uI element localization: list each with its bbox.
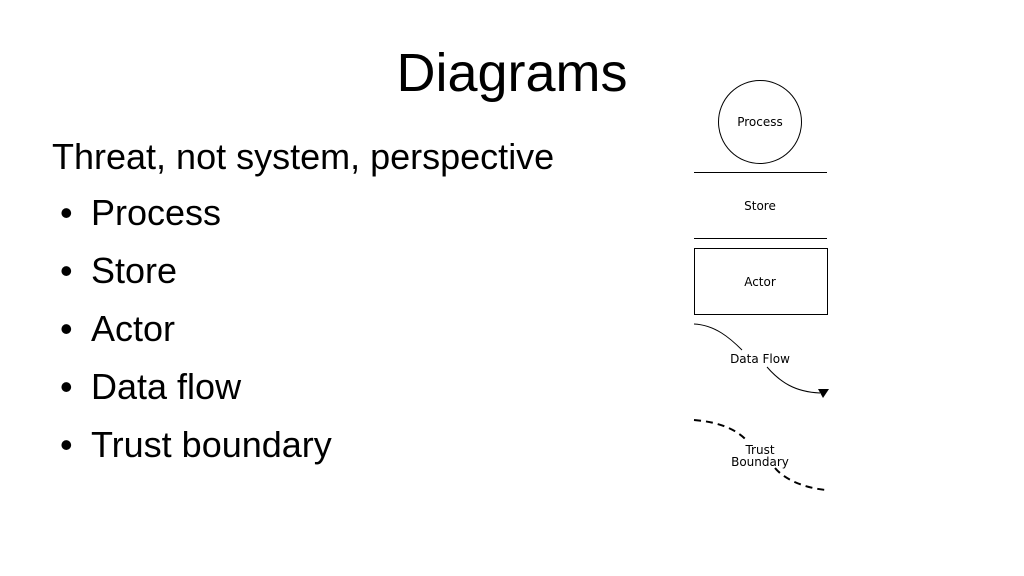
actor-rectangle: [694, 248, 828, 315]
bullet-dot: •: [60, 366, 73, 407]
bullet-item-store: • Store: [60, 250, 332, 308]
data-flow-label: Data Flow: [730, 352, 790, 366]
bullet-item-data-flow: • Data flow: [60, 366, 332, 424]
bullet-dot: •: [60, 424, 73, 465]
actor-symbol: Actor: [694, 248, 828, 315]
data-flow-symbol: Data Flow: [693, 323, 829, 398]
bullet-text: Actor: [91, 308, 176, 349]
bullet-text: Trust boundary: [91, 424, 332, 465]
diagram-legend: Process Store Actor Data Flow Trust Boun…: [693, 80, 829, 491]
bullet-dot: •: [60, 192, 73, 233]
data-flow-curve-upper: [693, 323, 743, 351]
bullet-text: Store: [91, 250, 178, 291]
trust-boundary-symbol: Trust Boundary: [693, 419, 827, 491]
slide-title: Diagrams: [396, 43, 628, 103]
bullet-item-process: • Process: [60, 192, 332, 250]
process-circle: [718, 80, 802, 164]
bullet-list: • Process • Store • Actor • Data flow • …: [60, 192, 332, 482]
bullet-text: Data flow: [91, 366, 242, 407]
store-symbol: Store: [694, 172, 827, 239]
data-flow-curve-lower: [766, 366, 821, 394]
bullet-item-trust-boundary: • Trust boundary: [60, 424, 332, 482]
bullet-item-actor: • Actor: [60, 308, 332, 366]
slide-subtitle: Threat, not system, perspective: [52, 136, 555, 177]
process-symbol: Process: [718, 80, 802, 164]
bullet-dot: •: [60, 308, 73, 349]
trust-boundary-label-line2: Boundary: [731, 455, 789, 469]
trust-boundary-label-line1: Trust: [744, 443, 774, 457]
store-label: Store: [744, 199, 776, 213]
trust-boundary-curve-lower: [774, 467, 827, 491]
bullet-text: Process: [91, 192, 222, 233]
bullet-dot: •: [60, 250, 73, 291]
data-flow-arrowhead: [818, 389, 829, 398]
actor-label: Actor: [744, 275, 776, 289]
process-label: Process: [737, 115, 783, 129]
trust-boundary-curve-upper: [693, 419, 749, 443]
